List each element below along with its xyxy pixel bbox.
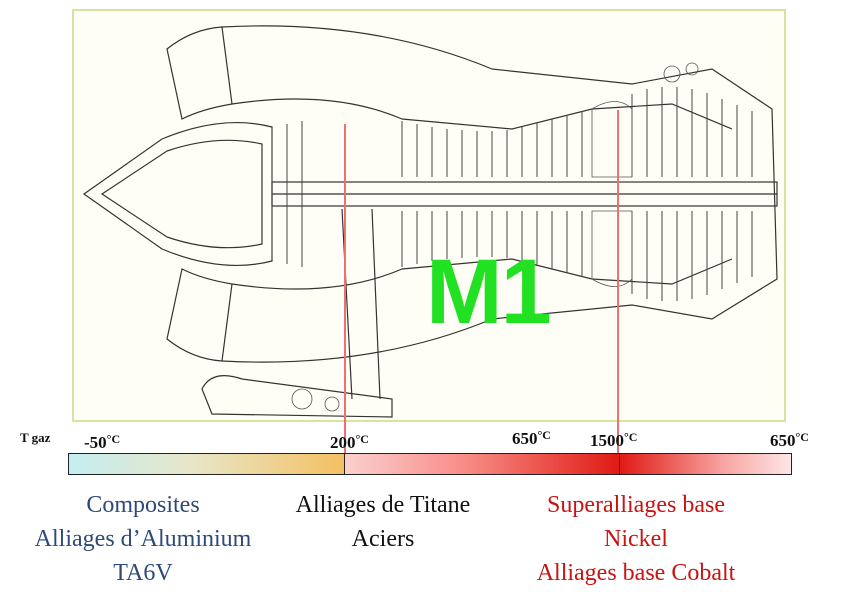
marker-line-1500c [617,110,619,454]
turbofan-engine-cross-section [82,25,778,418]
material-group-composites: Composites Alliages d’Aluminium TA6V [4,488,282,590]
material-line: Alliages base Cobalt [536,560,736,586]
tick-650-left: 650°C [512,428,551,448]
material-line: Superalliages base [547,492,725,518]
temperature-bar-cold-segment [69,454,344,474]
material-line: TA6V [113,560,173,586]
marker-line-200c [344,124,346,454]
tick-minus50: -50°C [84,432,121,452]
material-group-titanium: Alliages de Titane Aciers [274,488,492,556]
material-line: Nickel [604,526,668,552]
tick-200: 200°C [330,432,369,452]
temperature-bar-hot-segment [619,454,791,474]
temperature-bar-warm-segment [344,454,619,474]
material-line: Alliages d’Aluminium [34,526,252,552]
tick-650-right: 650°C [770,430,809,450]
material-line: Composites [86,492,200,518]
material-group-superalloys: Superalliages base Nickel Alliages base … [498,488,774,590]
tick-1500: 1500°C [590,430,638,450]
temperature-bar [68,453,792,475]
material-line: Aciers [351,526,415,552]
scale-title: T gaz [20,430,51,445]
material-line: Alliages de Titane [295,492,471,518]
m1-overlay-label: M1 [426,241,552,343]
